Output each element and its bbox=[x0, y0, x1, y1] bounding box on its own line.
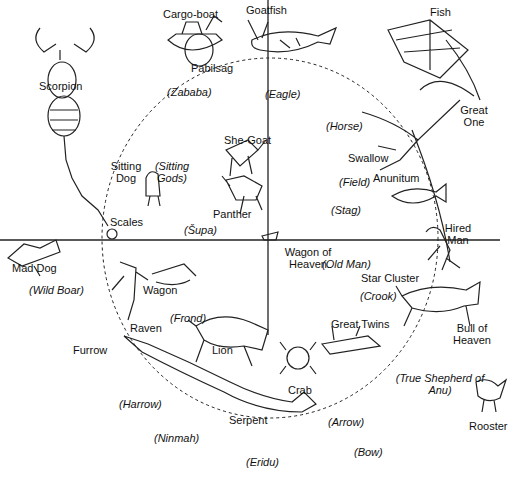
scorpion-tail bbox=[50, 110, 108, 226]
figures bbox=[0, 0, 506, 418]
constellation-label: Fish bbox=[430, 6, 451, 18]
constellation-label: Crab bbox=[288, 384, 312, 396]
great-twins-figure bbox=[322, 326, 380, 354]
mad-dog-figure bbox=[8, 240, 60, 276]
constellation-label: Pabilsag bbox=[191, 62, 233, 74]
constellation-label: (Stag) bbox=[331, 204, 361, 216]
constellation-label: Mad Dog bbox=[12, 262, 57, 274]
axis-line bbox=[267, 0, 268, 335]
constellation-label: (Crook) bbox=[360, 290, 397, 302]
constellation-label: Rooster bbox=[469, 420, 508, 432]
constellation-label: Anunitum bbox=[373, 172, 419, 184]
raven-figure bbox=[112, 262, 148, 320]
constellation-label: Goatfish bbox=[246, 4, 287, 16]
constellation-label: Great Twins bbox=[331, 318, 390, 330]
constellation-label: Scales bbox=[110, 216, 143, 228]
fish-figure bbox=[388, 20, 480, 100]
constellation-label: Great One bbox=[454, 104, 494, 128]
constellation-label: (Horse) bbox=[326, 120, 363, 132]
constellation-label: Scorpion bbox=[39, 80, 82, 92]
constellation-label: Swallow bbox=[348, 152, 388, 164]
constellation-label: Raven bbox=[130, 322, 162, 334]
constellation-label: Sitting Dog bbox=[106, 160, 146, 184]
wagon-figure bbox=[152, 264, 196, 285]
wagon-of-heaven-figure bbox=[262, 232, 278, 240]
constellation-label: Wagon bbox=[143, 284, 177, 296]
scales-symbol bbox=[107, 229, 117, 239]
constellation-label: (Old Man) bbox=[322, 258, 371, 270]
constellation-label: (Eridu) bbox=[246, 456, 279, 468]
constellation-label: (True Shepherd of Anu) bbox=[395, 372, 485, 396]
constellation-label: (Arrow) bbox=[328, 416, 364, 428]
constellation-label: Lion bbox=[212, 344, 233, 356]
constellation-label: (Bow) bbox=[354, 446, 383, 458]
lion-figure bbox=[188, 317, 268, 366]
constellation-label: Serpent bbox=[229, 414, 268, 426]
cargo-boat-figure bbox=[168, 16, 222, 50]
constellation-label: Panther bbox=[213, 208, 252, 220]
constellation-label: (Ninmah) bbox=[154, 432, 199, 444]
constellation-label: (Harrow) bbox=[119, 398, 162, 410]
goatfish-figure bbox=[248, 20, 336, 52]
constellation-label: Bull of Heaven bbox=[448, 322, 496, 346]
crab-legs bbox=[280, 342, 316, 374]
bull-of-heaven-figure bbox=[396, 282, 480, 326]
axis-line bbox=[0, 239, 500, 240]
constellation-label: (Eagle) bbox=[265, 88, 300, 100]
swallow-figure bbox=[362, 100, 460, 262]
scorpion-claws bbox=[36, 28, 94, 60]
constellation-label: (Frond) bbox=[170, 312, 206, 324]
rooster-figure bbox=[476, 380, 506, 412]
constellation-label: (Wild Boar) bbox=[29, 284, 84, 296]
constellation-label: Star Cluster bbox=[361, 272, 419, 284]
pabilsag-figure bbox=[185, 34, 213, 66]
ecliptic-circle bbox=[102, 58, 438, 418]
constellation-label: Furrow bbox=[73, 344, 107, 356]
constellation-label: Cargo-boat bbox=[163, 8, 218, 20]
anunitum-fish bbox=[392, 184, 446, 203]
constellation-label: (Field) bbox=[339, 176, 370, 188]
constellation-label: (Sitting Gods) bbox=[147, 160, 197, 184]
constellation-label: (Šupa) bbox=[184, 224, 217, 236]
constellation-label: (Zababa) bbox=[167, 86, 212, 98]
constellation-label: Hired Man bbox=[437, 222, 479, 246]
constellation-label: She-Goat bbox=[224, 134, 271, 146]
crab-figure bbox=[287, 347, 309, 369]
